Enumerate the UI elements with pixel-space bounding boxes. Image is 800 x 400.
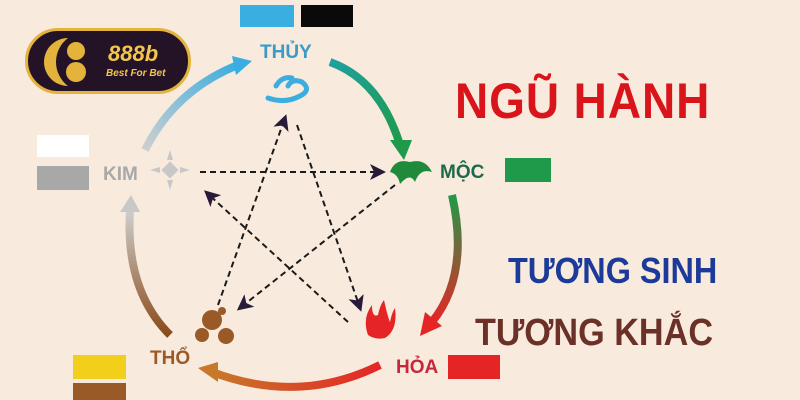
label-hoa: HỎA [396, 357, 439, 378]
star-thuy-hoa [296, 124, 364, 312]
logo-brand: 888b [108, 41, 159, 66]
subtitle-tuong-sinh: TƯƠNG SINH [508, 250, 718, 291]
tho-swatch-yellow [73, 355, 126, 379]
title: NGŨ HÀNH [455, 73, 711, 129]
hoa-swatch-red [448, 355, 500, 379]
arc-kim-thuy [141, 61, 240, 152]
kim-swatch-gray [37, 166, 89, 190]
logo-moon-icon [44, 38, 86, 86]
star-hoa-kim [204, 190, 349, 323]
water-wave-icon [265, 75, 309, 104]
thuy-swatch-blue [240, 5, 294, 27]
metal-star-icon [150, 150, 190, 190]
logo-tagline: Best For Bet [106, 68, 166, 79]
arc-tho-kim [125, 209, 173, 338]
tho-swatch-brown [73, 383, 126, 400]
label-moc: MỘC [440, 162, 485, 183]
arrowhead-moc [390, 140, 412, 160]
label-tho: THỔ [150, 348, 191, 369]
arc-thuy-moc [328, 58, 404, 147]
kim-swatch-white [37, 135, 89, 157]
star-moc-tho [236, 184, 396, 311]
label-thuy: THỦY [260, 42, 312, 63]
fire-icon [365, 300, 396, 339]
earth-icon [195, 307, 234, 344]
arrowhead-thuy [232, 56, 252, 75]
arrowhead-tho [198, 362, 218, 382]
moc-swatch-green [505, 158, 551, 182]
wood-leaf-icon [390, 161, 432, 184]
logo-888b: 888b Best For Bet [25, 28, 191, 94]
thuy-swatch-black [301, 5, 353, 27]
label-kim: KIM [103, 164, 138, 185]
arc-hoa-tho [210, 361, 382, 391]
star-tho-thuy [217, 114, 289, 306]
arrowhead-hoa [420, 312, 442, 336]
subtitle-tuong-khac: TƯƠNG KHẮC [475, 312, 714, 354]
arrowhead-kim [120, 195, 140, 212]
arc-moc-hoa [428, 194, 462, 325]
